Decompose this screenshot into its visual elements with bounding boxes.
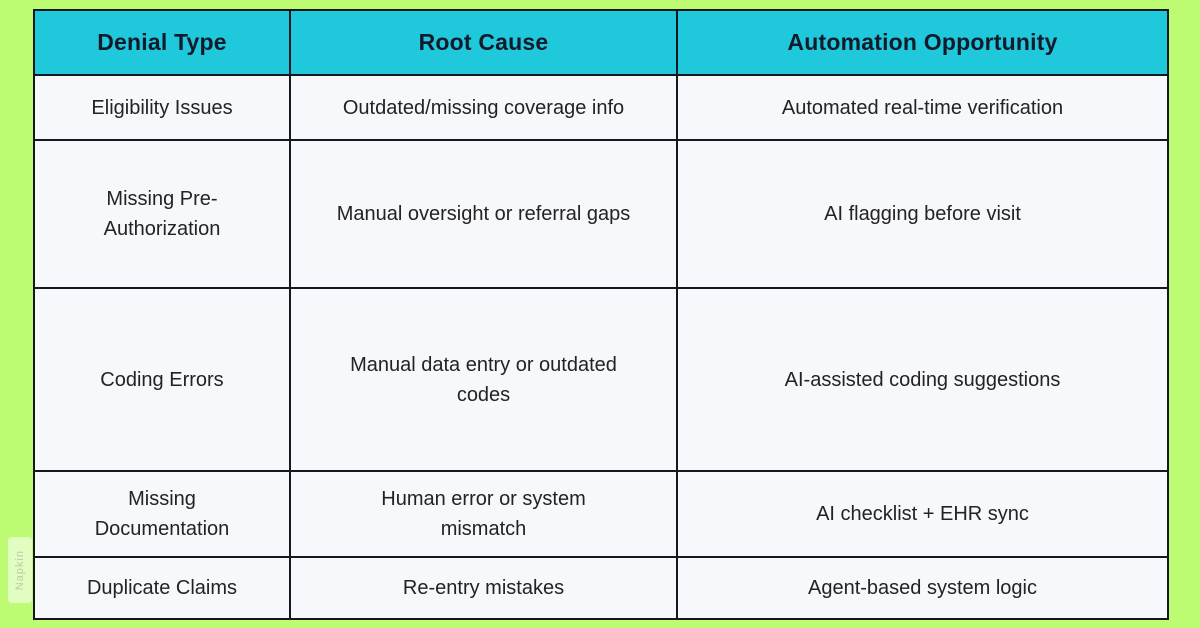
cell-denial-type: Eligibility Issues [33, 74, 291, 141]
table-row: Duplicate Claims Re-entry mistakes Agent… [33, 556, 1169, 620]
cell-root-cause: Re-entry mistakes [289, 556, 678, 620]
data-table: Denial Type Root Cause Automation Opport… [33, 9, 1169, 620]
cell-automation-opportunity: Agent-based system logic [676, 556, 1169, 620]
cell-denial-type: Coding Errors [33, 287, 291, 472]
napkin-watermark-label: Napkin [14, 549, 26, 591]
table-row: Missing Documentation Human error or sys… [33, 470, 1169, 558]
cell-root-cause: Manual data entry or outdated codes [289, 287, 678, 472]
table-header-row: Denial Type Root Cause Automation Opport… [33, 9, 1169, 76]
cell-automation-opportunity: AI checklist + EHR sync [676, 470, 1169, 558]
cell-automation-opportunity: Automated real-time verification [676, 74, 1169, 141]
cell-denial-type: Missing Pre- Authorization [33, 139, 291, 289]
denial-automation-table: Denial Type Root Cause Automation Opport… [33, 9, 1169, 620]
column-header-root-cause: Root Cause [289, 9, 678, 76]
napkin-watermark: Napkin [8, 537, 32, 603]
cell-root-cause: Outdated/missing coverage info [289, 74, 678, 141]
column-header-automation-opportunity: Automation Opportunity [676, 9, 1169, 76]
table-row: Eligibility Issues Outdated/missing cove… [33, 74, 1169, 141]
cell-denial-type: Duplicate Claims [33, 556, 291, 620]
column-header-denial-type: Denial Type [33, 9, 291, 76]
cell-denial-type: Missing Documentation [33, 470, 291, 558]
cell-automation-opportunity: AI flagging before visit [676, 139, 1169, 289]
cell-automation-opportunity: AI-assisted coding suggestions [676, 287, 1169, 472]
table-row: Coding Errors Manual data entry or outda… [33, 287, 1169, 472]
cell-root-cause: Manual oversight or referral gaps [289, 139, 678, 289]
cell-root-cause: Human error or system mismatch [289, 470, 678, 558]
table-row: Missing Pre- Authorization Manual oversi… [33, 139, 1169, 289]
